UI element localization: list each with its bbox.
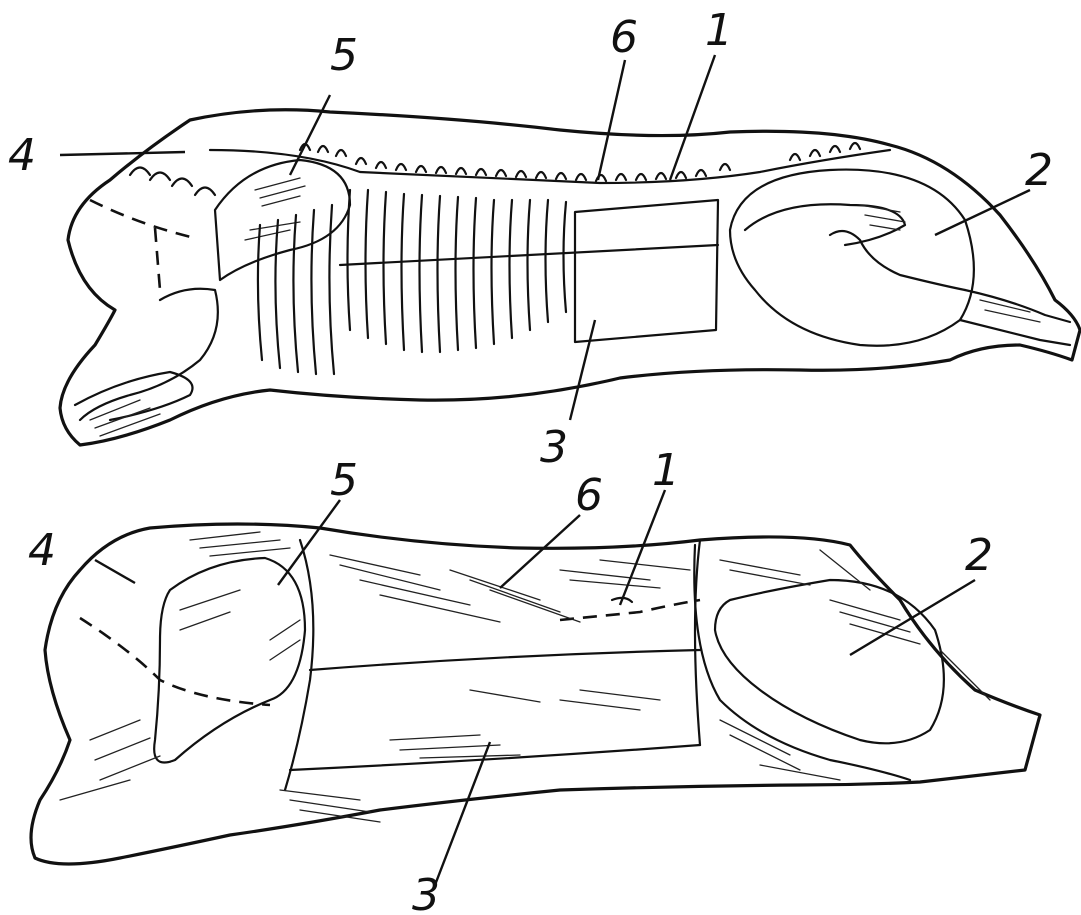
top-label-5: 5 bbox=[330, 30, 358, 81]
top-neck-cut-line bbox=[90, 200, 195, 238]
bottom-carcass-outline bbox=[31, 524, 1040, 864]
top-ham-outline bbox=[730, 170, 974, 346]
bottom-label-5: 5 bbox=[330, 455, 358, 506]
bottom-label-3: 3 bbox=[412, 870, 440, 915]
top-label-1: 1 bbox=[705, 5, 733, 56]
bottom-shoulder-face bbox=[154, 558, 305, 763]
top-carcass-outline bbox=[60, 110, 1080, 445]
top-label-6: 6 bbox=[610, 12, 638, 63]
bottom-muscle-hatching bbox=[60, 532, 990, 822]
top-vertebrae bbox=[300, 143, 860, 181]
top-loin-block bbox=[575, 200, 718, 342]
bottom-ham-face bbox=[715, 580, 944, 743]
bottom-label-1: 1 bbox=[652, 445, 680, 496]
top-label-2: 2 bbox=[1025, 145, 1053, 196]
bottom-label-4: 4 bbox=[28, 525, 56, 576]
top-foreleg bbox=[80, 289, 218, 420]
top-carcass-view bbox=[60, 110, 1080, 445]
bottom-carcass-view bbox=[31, 524, 1040, 864]
bottom-label-2: 2 bbox=[965, 530, 993, 581]
top-spine bbox=[210, 150, 890, 183]
top-label-3: 3 bbox=[540, 422, 568, 473]
bottom-label-6: 6 bbox=[575, 470, 603, 521]
top-ribs bbox=[258, 190, 566, 374]
top-neck-cut-line-2 bbox=[155, 228, 160, 290]
top-label-4: 4 bbox=[8, 130, 36, 181]
